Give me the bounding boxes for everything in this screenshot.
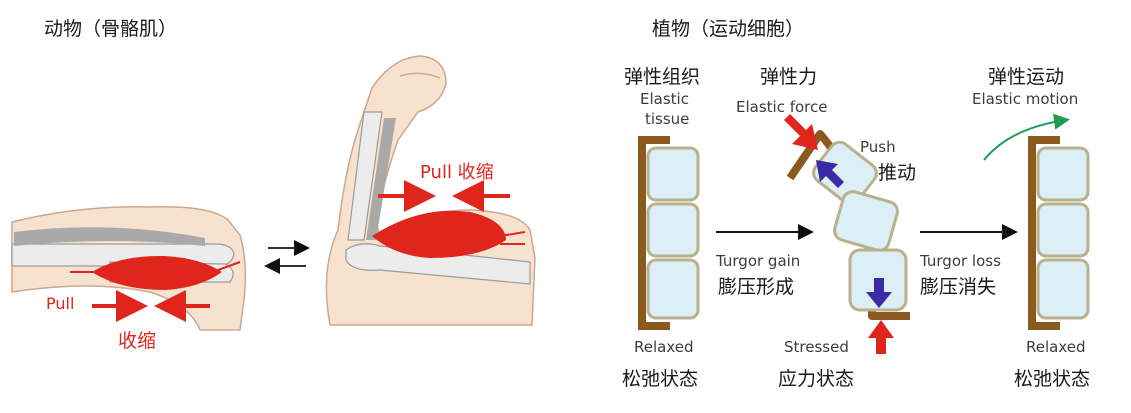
elastic-force-en: Elastic force: [736, 98, 828, 116]
elastic-tissue-en-2: tissue: [645, 110, 690, 128]
double-arrow-icon: [264, 240, 310, 274]
cell-stressed-2: [833, 190, 899, 252]
extended-contract-label: 收缩: [118, 330, 157, 352]
push-arrow-top: [816, 160, 844, 188]
cell-stressed-1: [812, 140, 878, 206]
elastic-motion-arrow: [983, 113, 1070, 161]
elastic-force-arrow: [784, 114, 818, 150]
turgor-loss-en: Turgor loss: [920, 252, 1001, 270]
flexed-arm: [325, 55, 536, 326]
elastic-tissue-cn: 弹性组织: [624, 66, 701, 88]
stress-up-arrow: [868, 320, 894, 354]
stressed-en: Stressed: [784, 338, 849, 356]
elastic-motion-en: Elastic motion: [972, 90, 1079, 108]
plant-stressed: [784, 114, 910, 354]
flexed-forearm-bone-2: [366, 118, 396, 240]
animal-title: 动物（骨骼肌）: [44, 18, 178, 40]
relaxed-left-cn: 松弛状态: [622, 368, 699, 390]
push-en: Push: [860, 138, 896, 156]
cell-right-2: [1036, 202, 1090, 258]
cell-left-2: [646, 202, 700, 258]
extended-biceps: [92, 255, 222, 290]
plant-relaxed-right: [1028, 136, 1090, 330]
turgor-gain-en: Turgor gain: [716, 252, 801, 270]
extended-arm-back-muscle: [14, 227, 205, 246]
push-cn: 推动: [878, 162, 917, 184]
flexed-pull-label: Pull 收缩: [420, 162, 494, 183]
flexed-forearm-bone-1: [347, 111, 383, 241]
elastic-force-cn: 弹性力: [760, 66, 818, 88]
elastic-motion-cn: 弹性运动: [988, 66, 1065, 88]
turgor-gain-cn: 膨压形成: [718, 276, 795, 298]
push-arrow-bottom: [866, 278, 892, 308]
relaxed-right-cn: 松弛状态: [1014, 368, 1091, 390]
cell-left-1: [646, 146, 700, 202]
cell-left-3: [646, 258, 700, 320]
relaxed-left-en: Relaxed: [634, 338, 694, 356]
extended-pull-label: Pull: [46, 294, 75, 313]
cell-right-1: [1036, 146, 1090, 202]
extended-arm: [11, 206, 247, 331]
turgor-loss-cn: 膨压消失: [920, 276, 997, 298]
stressed-cn: 应力状态: [778, 368, 855, 390]
flexed-biceps: [372, 210, 506, 258]
plant-title: 植物（运动细胞）: [652, 18, 805, 40]
flexed-upper-bone: [345, 243, 531, 285]
relaxed-right-en: Relaxed: [1026, 338, 1086, 356]
cell-right-3: [1036, 258, 1090, 320]
plant-relaxed-left: [638, 136, 700, 330]
elastic-tissue-en-1: Elastic: [640, 90, 689, 108]
